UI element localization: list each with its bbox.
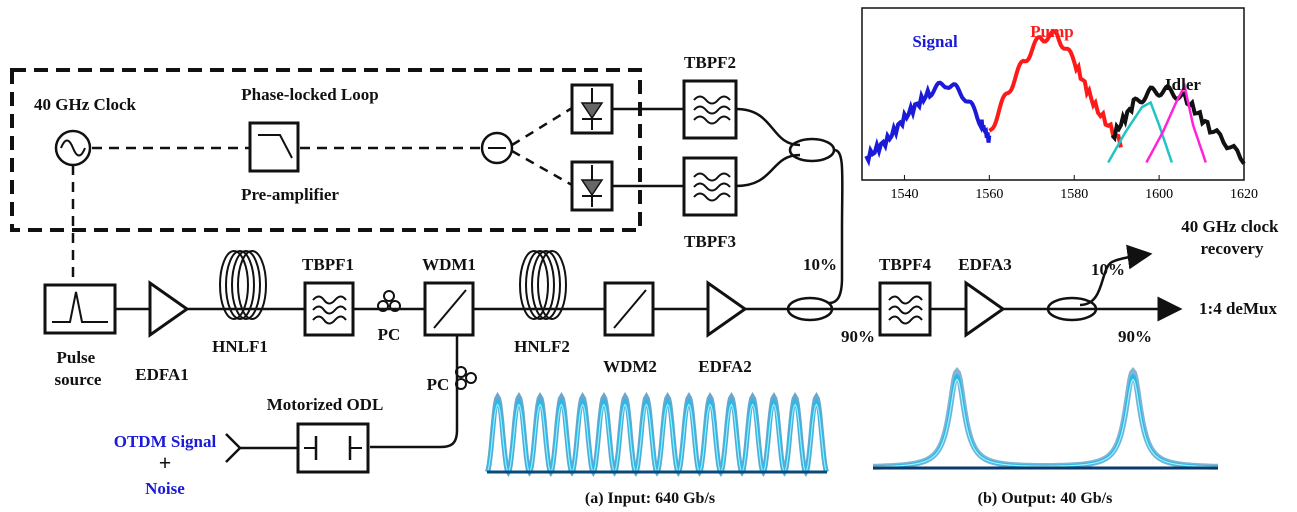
spectrum-idler-label: Idler [1165, 75, 1201, 94]
pulse-source-icon [43, 283, 117, 335]
output-waveform-trace [873, 367, 1218, 470]
pc2-polarization-controller-icon [455, 366, 477, 390]
input-connector-icon [225, 433, 242, 463]
odl-delay-line-icon [296, 422, 370, 474]
input-waveform-panel: (a) Input: 640 Gb/s [484, 392, 830, 507]
pc1-label: PC [378, 325, 401, 344]
spectrum-idler-trace [1110, 83, 1246, 165]
caption-output: (b) Output: 40 Gb/s [978, 490, 1113, 507]
hnlf2-label: HNLF2 [514, 337, 570, 356]
spectrum-x-tick-label: 1620 [1230, 187, 1258, 202]
tbpf2-label: TBPF2 [684, 53, 736, 72]
output-10pct-label: 10% [1091, 260, 1125, 279]
clock-label: 40 GHz Clock [34, 95, 137, 114]
output-waveform-panel: (b) Output: 40 Gb/s [873, 367, 1219, 507]
hnlf1-label: HNLF1 [212, 337, 268, 356]
output-waveform-trace [873, 373, 1219, 469]
tbpf4-filter-icon [878, 281, 932, 337]
photodiode-top-icon [570, 83, 614, 135]
photodiode-bottom-icon [570, 160, 614, 212]
tbpf4-label: TBPF4 [879, 255, 931, 274]
edfa3-label: EDFA3 [958, 255, 1012, 274]
spectrum-teal-trace [1107, 100, 1173, 164]
demux-label: 1:4 deMux [1199, 299, 1277, 318]
spectrum-x-tick-label: 1540 [890, 187, 918, 202]
tbpf2-filter-icon [682, 79, 738, 140]
coupler-lower-icon [786, 296, 834, 322]
spectrum-signal-label: Signal [912, 32, 958, 51]
edfa3-amplifier-icon [964, 280, 1006, 338]
mixer-icon [480, 131, 514, 165]
coupler-output-icon [1046, 296, 1098, 322]
hnlf1-coil-icon [219, 250, 267, 320]
pll-box [10, 68, 642, 232]
spectrum-pump-trace [988, 28, 1123, 148]
spectrum-x-tick-label: 1600 [1145, 187, 1173, 202]
spectrum-magenta-trace [1145, 82, 1207, 164]
caption-input: (a) Input: 640 Gb/s [585, 490, 715, 507]
pulse-source-label-line2: source [55, 370, 102, 389]
pll-label: Phase-locked Loop [241, 85, 378, 104]
spectrum-pump-label: Pump [1030, 22, 1073, 41]
tbpf1-filter-icon [303, 281, 355, 337]
edfa2-label: EDFA2 [698, 357, 752, 376]
edfa2-amplifier-icon [706, 280, 748, 338]
hnlf2-coil-icon [519, 250, 567, 320]
edfa1-amplifier-icon [148, 280, 190, 338]
wdm1-icon [423, 281, 475, 337]
wdm1-label: WDM1 [422, 255, 476, 274]
output-waveform-trace [873, 378, 1218, 468]
coupler-10pct-label: 10% [803, 255, 837, 274]
tbpf3-label: TBPF3 [684, 232, 736, 251]
noise-label: Noise [145, 479, 185, 498]
spectrum-inset: 1540 1560 1580 1600 1620 Signal Pump Idler [861, 7, 1258, 202]
wdm2-label: WDM2 [603, 357, 657, 376]
tbpf3-filter-icon [682, 156, 738, 217]
pc2-label: PC [427, 375, 450, 394]
spectrum-signal-trace [864, 80, 992, 167]
plus-label: + [159, 450, 172, 475]
clock-icon [54, 129, 92, 167]
preamp-label: Pre-amplifier [241, 185, 339, 204]
output-90pct-label: 90% [1118, 327, 1152, 346]
preamp-filter-icon [248, 121, 300, 173]
pulse-source-label: Pulse source [55, 348, 102, 389]
coupler-90pct-label: 90% [841, 327, 875, 346]
pc1-polarization-controller-icon [377, 290, 401, 312]
clock-recovery-label: 40 GHz clock recovery [1181, 217, 1283, 258]
edfa1-label: EDFA1 [135, 365, 189, 384]
coupler-upper-icon [788, 137, 836, 163]
otdm-signal-label: OTDM Signal [114, 432, 217, 451]
spectrum-x-tick-label: 1580 [1060, 187, 1088, 202]
tbpf1-label: TBPF1 [302, 255, 354, 274]
wdm2-icon [603, 281, 655, 337]
odl-label: Motorized ODL [267, 395, 384, 414]
spectrum-x-tick-label: 1560 [975, 187, 1003, 202]
